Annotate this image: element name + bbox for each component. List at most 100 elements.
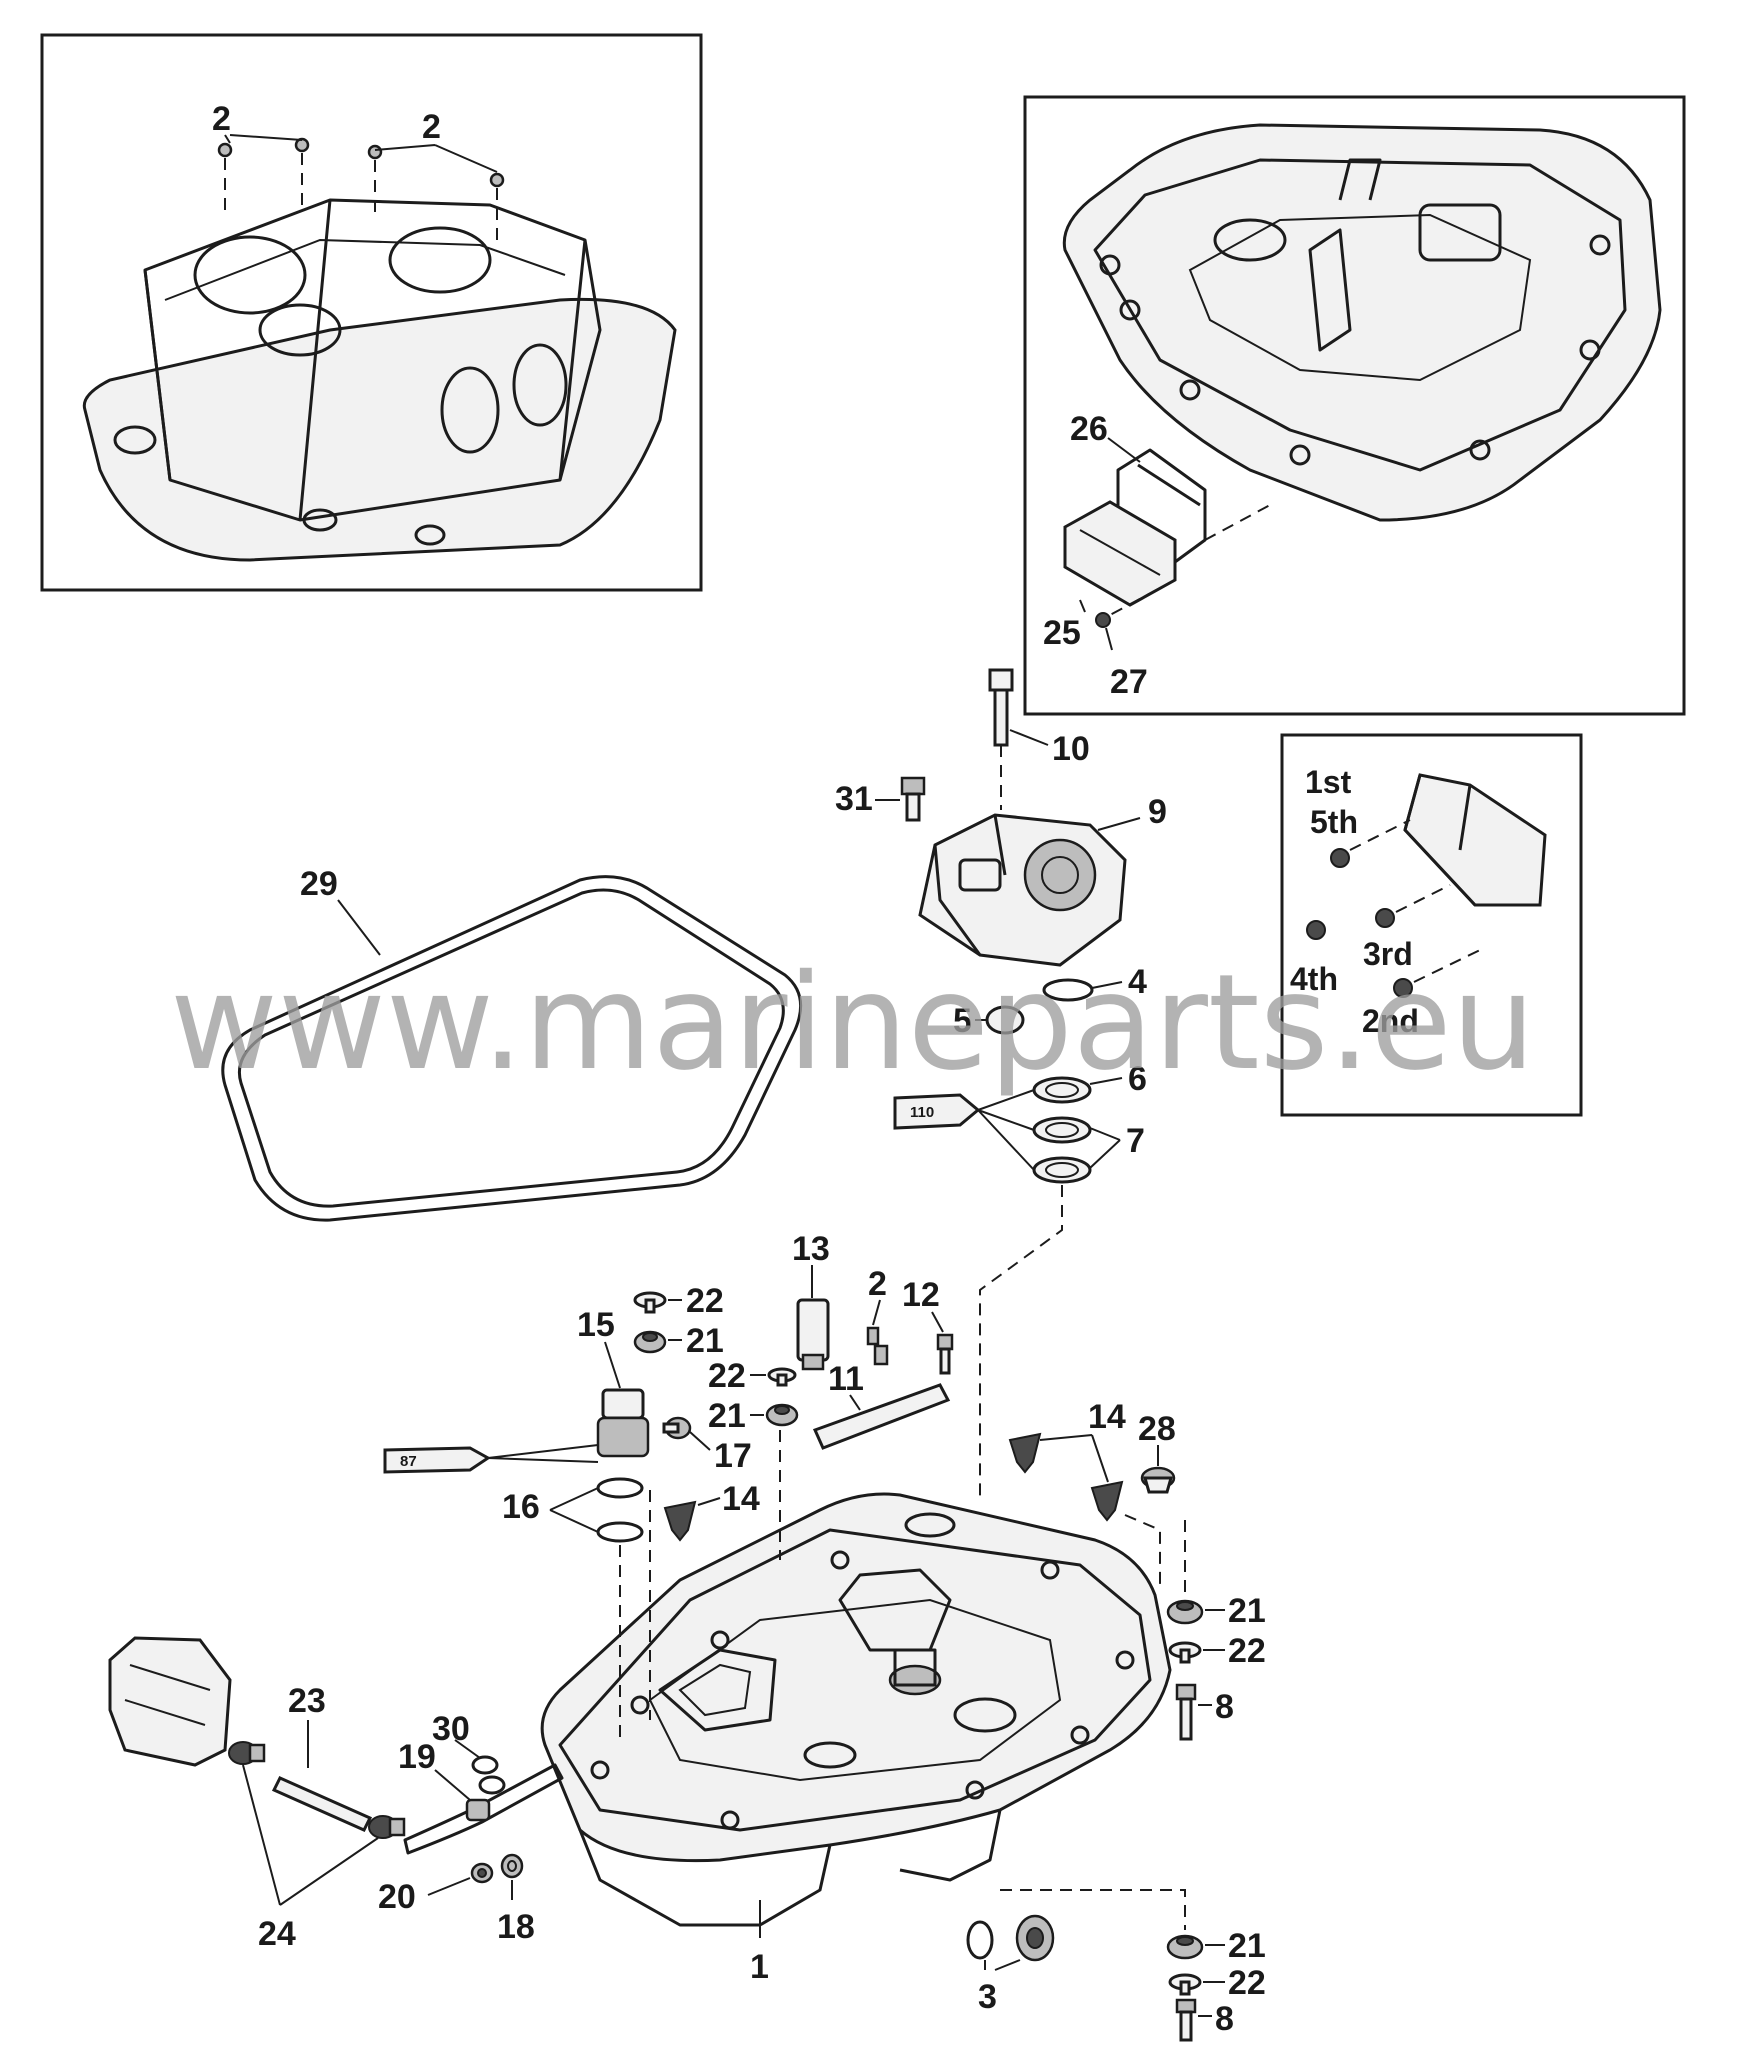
sealant-tube-87-label: 87 (400, 1453, 417, 1470)
leader-10 (1009, 729, 1049, 746)
callout-24: 24 (258, 1915, 296, 1953)
callout-28: 28 (1138, 1410, 1176, 1448)
grommet-21-right-upper (1166, 1599, 1204, 1625)
bolt-8-lower (1175, 1998, 1197, 2042)
washer-22-right-upper (1168, 1641, 1202, 1664)
plug-13 (796, 1298, 830, 1371)
leader-12 (931, 1311, 944, 1333)
callout-22d: 22 (1228, 1964, 1266, 2002)
leader-15 (604, 1341, 621, 1389)
leader-2a (224, 134, 303, 144)
callout-23: 23 (288, 1682, 326, 1720)
inset-frame-top-left (40, 33, 703, 592)
inset-frame-torque-sequence (1280, 733, 1583, 1117)
torque-step-2nd: 2nd (1362, 1003, 1419, 1039)
callout-27: 27 (1110, 663, 1148, 701)
callout-16: 16 (502, 1488, 540, 1526)
oil-pump-fragment (108, 1636, 232, 1767)
filter-11 (812, 1383, 951, 1450)
bolt-12 (936, 1333, 954, 1375)
callout-2c: 2 (868, 1265, 887, 1303)
callout-29: 29 (300, 865, 338, 903)
leader-4 (1091, 981, 1123, 989)
oil-pan-1 (540, 1492, 1172, 1927)
washer-22-upper (633, 1291, 667, 1314)
callout-25: 25 (1043, 614, 1081, 652)
check-valves-14-right (1008, 1432, 1124, 1522)
grommet-21-mid (765, 1403, 799, 1427)
fitting-24-right (368, 1815, 406, 1839)
leader-30 (454, 1739, 481, 1759)
adaptor-plate-top-view (82, 137, 677, 562)
callout-12: 12 (902, 1276, 940, 1314)
torque-step-1st: 1st (1305, 764, 1352, 800)
inset-frame-top-right (1023, 95, 1686, 716)
washer-22-mid (767, 1367, 797, 1387)
grommet-21-upper (633, 1330, 667, 1354)
callout-2b: 2 (422, 108, 441, 146)
callout-3: 3 (978, 1978, 997, 2016)
torque-step-3rd: 3rd (1363, 936, 1413, 972)
leader-26 (1107, 437, 1141, 463)
watermark-text: www.marineparts.eu (170, 946, 1535, 1100)
hose-19 (403, 1763, 564, 1855)
callout-21b: 21 (708, 1397, 746, 1435)
callout-1: 1 (750, 1948, 769, 1986)
washer-18 (500, 1853, 524, 1879)
callout-22c: 22 (1228, 1632, 1266, 1670)
leader-tube-110 (977, 1089, 1035, 1171)
grommet-21-right-lower (1166, 1934, 1204, 1960)
reed-block-torque-inset (1306, 773, 1547, 998)
leader-25 (1079, 599, 1086, 613)
callout-8a: 8 (1215, 1688, 1234, 1726)
callout-17: 17 (714, 1437, 752, 1475)
reed-valve-assembly-inset (1063, 448, 1271, 628)
torque-step-4th: 4th (1290, 961, 1338, 997)
bolt-8-upper (1175, 1683, 1197, 1741)
callout-31: 31 (835, 780, 873, 818)
plug-28 (1140, 1466, 1176, 1494)
callout-26: 26 (1070, 410, 1108, 448)
fitting-24-left (228, 1741, 266, 1765)
leader-9 (1097, 817, 1141, 831)
leader-20 (427, 1877, 471, 1896)
leader-6 (1089, 1077, 1123, 1085)
hose-23 (271, 1776, 373, 1832)
callout-14a: 14 (722, 1480, 760, 1518)
fitting-15 (596, 1388, 650, 1458)
sealant-tube-110: 110 (893, 1093, 981, 1130)
leader-2c (872, 1299, 881, 1326)
callout-19: 19 (398, 1738, 436, 1776)
gasket-29 (221, 875, 803, 1222)
leader-16 (549, 1487, 599, 1533)
callout-30: 30 (432, 1710, 470, 1748)
callout-5: 5 (953, 1002, 972, 1040)
check-valve-14-left (663, 1500, 697, 1542)
pin-2-lower (866, 1326, 889, 1366)
sealant-tube-110-label: 110 (910, 1104, 934, 1121)
leader-14a (697, 1497, 721, 1506)
sealant-tube-87: 87 (383, 1446, 491, 1474)
o-rings-30 (471, 1755, 506, 1795)
callout-14b: 14 (1088, 1398, 1126, 1436)
callout-7: 7 (1126, 1122, 1145, 1160)
leader-17 (689, 1431, 711, 1451)
callout-8b: 8 (1215, 2000, 1234, 2038)
callout-15: 15 (577, 1306, 615, 1344)
washer-22-right-lower (1168, 1973, 1202, 1996)
leader-14b (1039, 1434, 1109, 1483)
callout-18: 18 (497, 1908, 535, 1946)
leader-29 (337, 899, 381, 956)
callout-4: 4 (1128, 963, 1147, 1001)
callout-2a: 2 (212, 100, 231, 138)
leader-7 (1089, 1127, 1121, 1169)
leader-27 (1105, 627, 1113, 651)
callout-20: 20 (378, 1878, 416, 1916)
fitting-17 (662, 1416, 692, 1440)
adaptor-plate-bottom-view (1062, 123, 1662, 522)
o-rings-16 (596, 1477, 644, 1543)
alignment-dashes-right (1124, 1514, 1186, 1600)
housing-9 (918, 813, 1127, 967)
callout-10: 10 (1052, 730, 1090, 768)
